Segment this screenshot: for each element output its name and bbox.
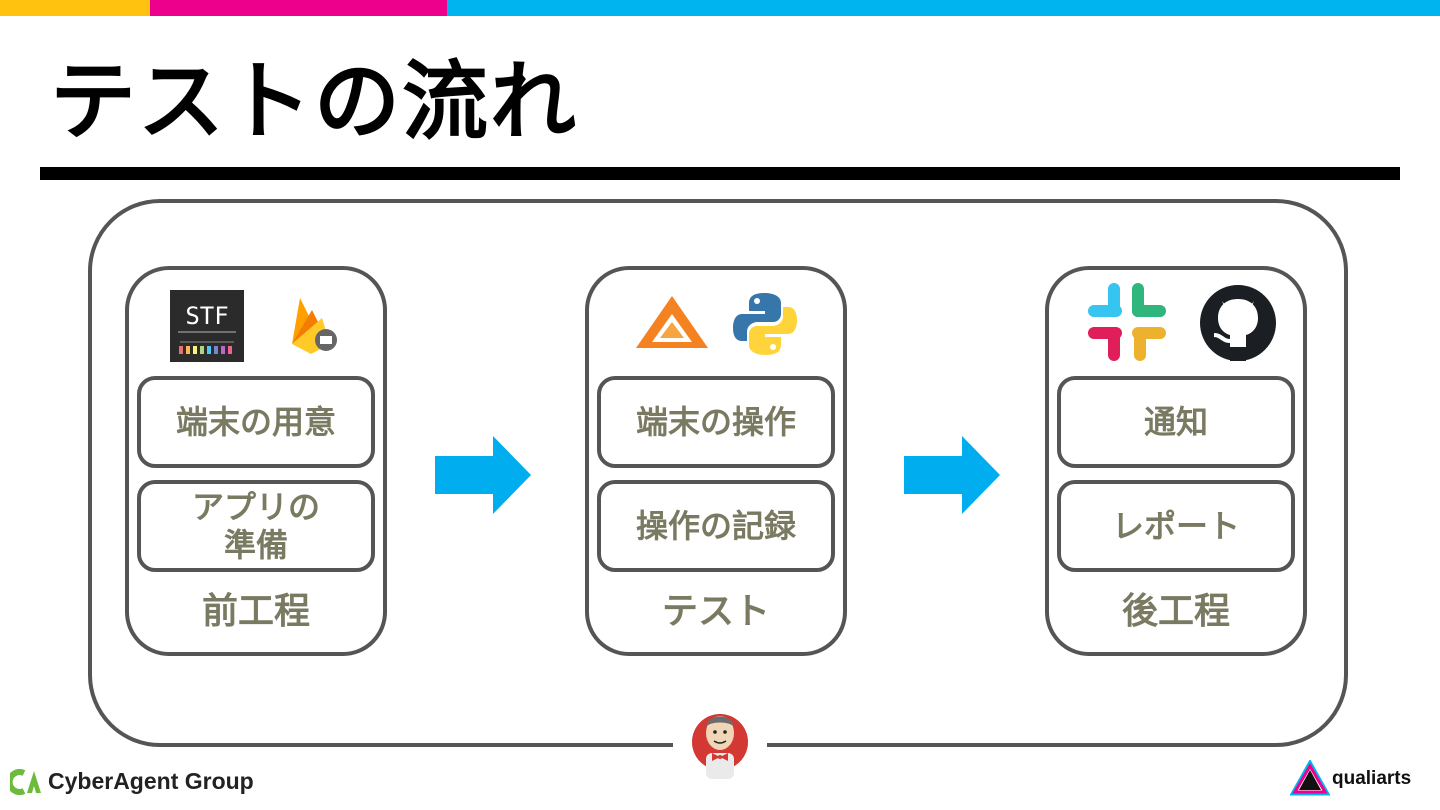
step-operate-device: 端末の操作 <box>597 376 835 468</box>
firebase-test-lab-icon <box>292 298 337 354</box>
svg-text:STF: STF <box>185 302 228 330</box>
qualiarts-logo-text: qualiarts <box>1332 768 1412 789</box>
cyberagent-logo-icon <box>10 768 41 795</box>
step-report: レポート <box>1057 480 1295 572</box>
qualiarts-logo: qualiarts <box>1290 760 1411 798</box>
slack-icon <box>1088 283 1166 361</box>
stage-test: 端末の操作 操作の記録 テスト <box>585 266 847 656</box>
step-prepare-app-label: アプリの 準備 <box>191 488 320 564</box>
arrow-right-icon <box>435 436 531 514</box>
stage-label-test: テスト <box>661 591 770 632</box>
top-color-bar <box>0 0 1440 16</box>
arrow-right-icon <box>904 436 1000 514</box>
qualiarts-logo-icon <box>1290 760 1330 796</box>
step-prepare-device: 端末の用意 <box>137 376 375 468</box>
step-record-operations: 操作の記録 <box>597 480 835 572</box>
github-icon <box>1200 285 1276 361</box>
stage-label-pre: 前工程 <box>201 591 310 632</box>
stage-pre-process: 端末の用意 アプリの 準備 前工程 <box>125 266 387 656</box>
slide-title: テストの流れ <box>50 52 578 152</box>
python-icon <box>733 293 797 355</box>
stf-icon: STF <box>170 290 244 362</box>
cyberagent-logo-text: CyberAgent Group <box>48 768 254 794</box>
cyberagent-logo: CyberAgent Group <box>10 768 254 795</box>
top-bar-magenta <box>150 0 447 16</box>
jenkins-icon <box>692 714 748 779</box>
step-prepare-app: アプリの 準備 <box>137 480 375 572</box>
top-bar-cyan <box>447 0 1440 16</box>
step-notify: 通知 <box>1057 376 1295 468</box>
title-underline <box>40 167 1400 180</box>
stage-label-post: 後工程 <box>1121 591 1230 632</box>
airtest-icon <box>636 296 708 348</box>
top-bar-yellow <box>0 0 150 16</box>
